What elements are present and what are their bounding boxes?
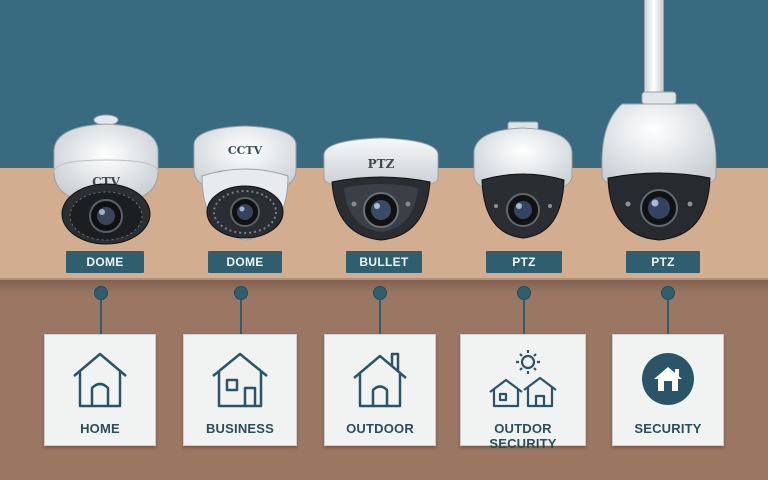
use-label: OUTDOOR: [346, 421, 414, 436]
house-chimney-icon: [325, 343, 435, 415]
use-label: BUSINESS: [205, 421, 275, 436]
camera-dome-1: CTV: [46, 110, 166, 250]
connector-line-1: [100, 292, 102, 334]
houses-sun-icon: [461, 343, 585, 415]
connector-dot-2: [234, 286, 248, 300]
housing-text: CCTV: [228, 144, 263, 157]
ledge-edge: [0, 278, 768, 280]
connector-line-5: [667, 292, 669, 334]
camera-type-tag-1: DOME: [66, 251, 144, 273]
use-label: SECURITY: [634, 421, 702, 436]
connector-dot-1: [94, 286, 108, 300]
connector-line-2: [240, 292, 242, 334]
use-card-home: HOME: [44, 334, 156, 446]
building-icon: [184, 343, 296, 415]
house-icon: [45, 343, 155, 415]
connector-line-3: [379, 292, 381, 334]
camera-type-tag-3: BULLET: [346, 251, 422, 273]
connector-dot-4: [517, 286, 531, 300]
camera-type-tag-2: DOME: [208, 251, 282, 273]
camera-bullet: PTZ: [320, 136, 442, 246]
camera-ptz-2: [598, 91, 720, 242]
use-label: HOME: [80, 421, 120, 436]
camera-dome-2: CCTV: [188, 122, 302, 252]
camera-type-tag-5: PTZ: [626, 251, 700, 273]
connector-dot-3: [373, 286, 387, 300]
use-card-outdoor-security: OUTDOR SECURITY: [460, 334, 586, 451]
security-house-icon: [613, 343, 723, 415]
connector-dot-5: [661, 286, 675, 300]
connector-line-4: [523, 292, 525, 334]
use-card-business: BUSINESS: [183, 334, 297, 446]
camera-ptz-1: [468, 121, 578, 244]
use-card-outdoor: OUTDOOR: [324, 334, 436, 446]
pendant-mount-pole: [644, 0, 664, 96]
housing-text: PTZ: [368, 157, 395, 171]
use-label: OUTDOR SECURITY: [489, 421, 557, 451]
camera-type-tag-4: PTZ: [486, 251, 562, 273]
use-card-security: SECURITY: [612, 334, 724, 446]
